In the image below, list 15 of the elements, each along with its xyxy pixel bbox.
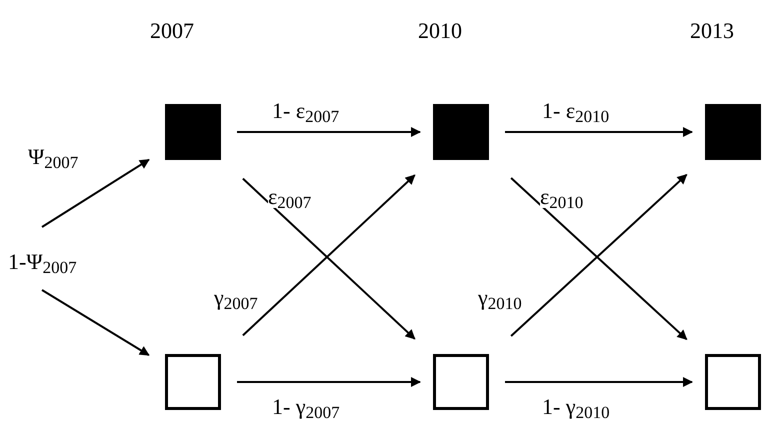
filled-square xyxy=(165,104,221,160)
arrow xyxy=(41,289,150,356)
year-label: 2007 xyxy=(150,20,194,42)
arrow xyxy=(237,377,421,387)
empty-square xyxy=(433,354,489,410)
arrow xyxy=(41,158,150,228)
arrow xyxy=(237,127,421,137)
year-label: 2013 xyxy=(690,20,734,42)
empty-square xyxy=(705,354,761,410)
arrow xyxy=(505,377,693,387)
empty-square xyxy=(165,354,221,410)
arrow xyxy=(505,127,693,137)
year-label: 2010 xyxy=(418,20,462,42)
filled-square xyxy=(433,104,489,160)
filled-square xyxy=(705,104,761,160)
